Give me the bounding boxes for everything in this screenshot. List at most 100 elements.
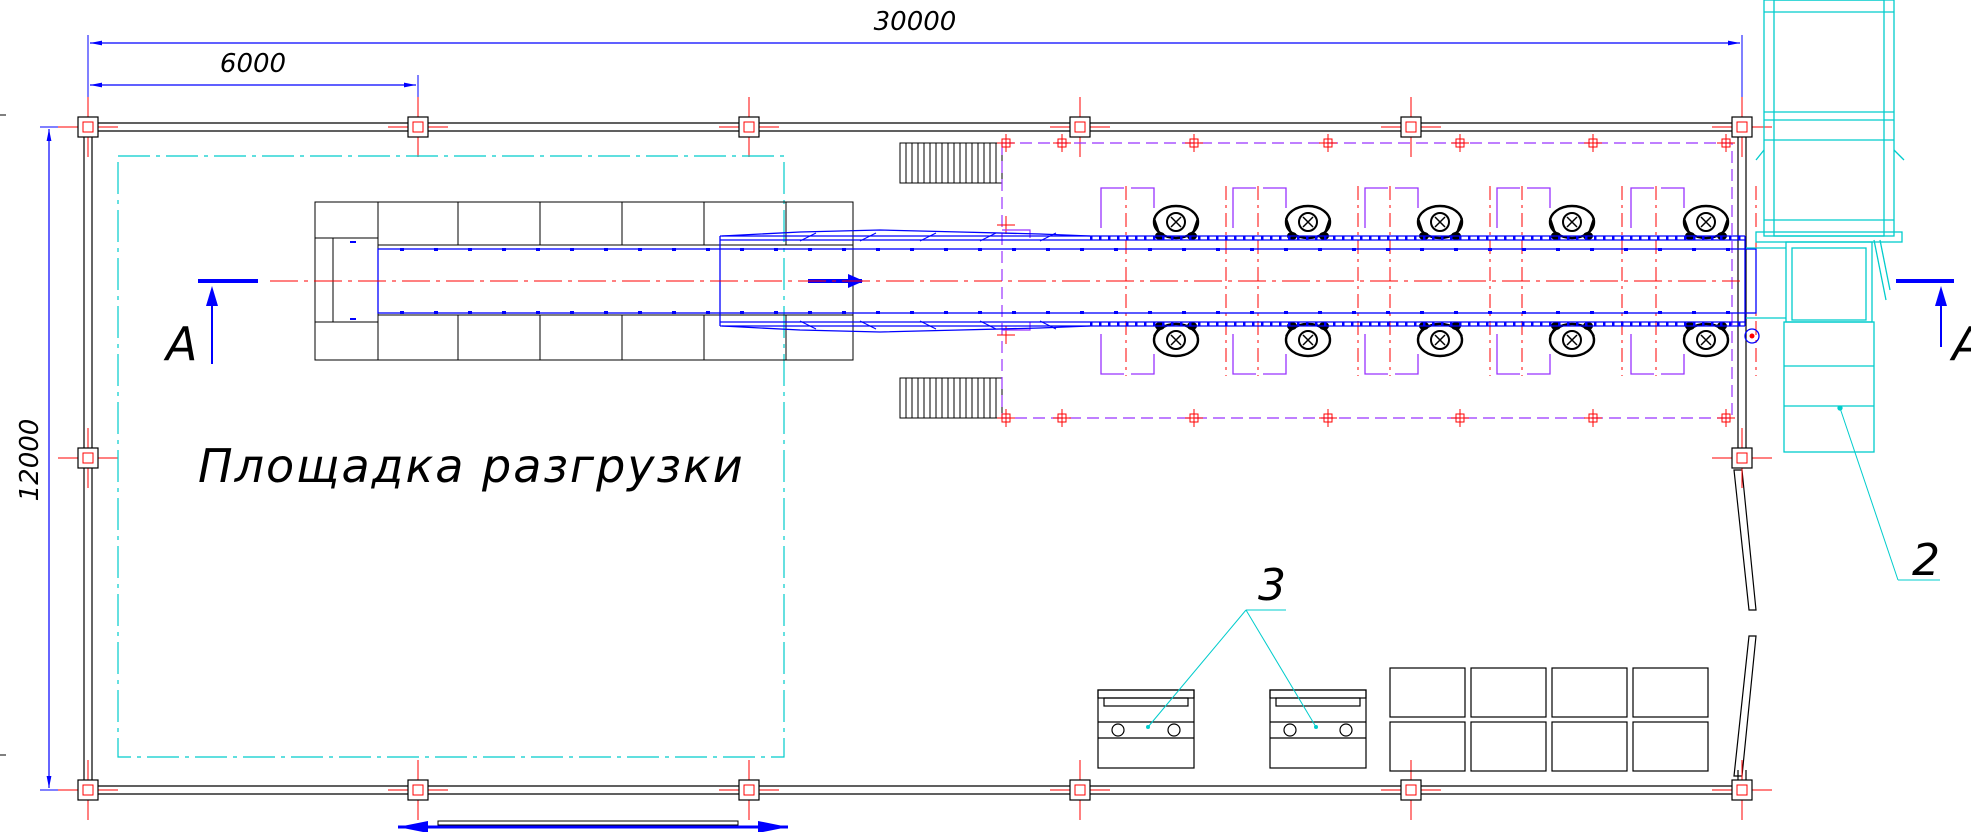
column: [388, 760, 448, 820]
section-mark-left: A: [163, 279, 258, 371]
stairs-lower: [899, 377, 1003, 419]
operator-icon: [1682, 204, 1730, 240]
roller-mark: [1153, 322, 1156, 326]
section-mark-right: A: [1896, 279, 1971, 371]
roller-mark: [1522, 236, 1525, 240]
roller-mark: [1333, 236, 1336, 240]
roller-mark: [1522, 311, 1526, 314]
roller-mark: [434, 311, 438, 314]
column: [1381, 97, 1441, 157]
roller-mark: [1080, 311, 1084, 314]
roller-mark: [1039, 232, 1057, 242]
roller-mark: [1441, 322, 1444, 326]
roller-mark: [1488, 311, 1492, 314]
roller-mark: [1590, 311, 1594, 314]
gate-leaf-lower: [1733, 635, 1757, 777]
roller-mark: [876, 311, 880, 314]
roller-mark: [1648, 236, 1651, 240]
roller-mark: [910, 311, 914, 314]
roller-mark: [1378, 322, 1381, 326]
equipment-2: [1746, 0, 1905, 453]
roller-mark: [1135, 322, 1138, 326]
roller-mark: [1594, 236, 1597, 240]
column: [1712, 760, 1772, 820]
roller-mark: [1360, 322, 1363, 326]
roller-mark: [1495, 322, 1498, 326]
roller-mark: [502, 248, 506, 251]
roller-mark: [536, 248, 540, 251]
roller-mark: [1182, 248, 1186, 251]
roller-mark: [1207, 322, 1210, 326]
cabinet-right: [1269, 689, 1367, 769]
operator-icon: [1682, 322, 1730, 358]
pallet-cell: [1632, 721, 1709, 772]
roller-mark: [1531, 236, 1534, 240]
roller-mark: [774, 311, 778, 314]
anchor-cross: [997, 409, 1015, 427]
roller-mark: [570, 311, 574, 314]
roller-mark: [1352, 248, 1356, 251]
operator-icon: [1152, 204, 1200, 240]
roller-mark: [1459, 322, 1462, 326]
roller-mark: [1352, 311, 1356, 314]
roller-mark: [740, 248, 744, 251]
anchor-cross: [1185, 409, 1203, 427]
anchor-cross: [1185, 134, 1203, 152]
anchor-cross: [1717, 409, 1735, 427]
roller-mark: [1540, 322, 1543, 326]
roller-mark: [1692, 248, 1696, 251]
roller-mark: [1261, 322, 1264, 326]
roller-mark: [1396, 236, 1399, 240]
roller-mark: [1454, 248, 1458, 251]
roller-mark: [1387, 322, 1390, 326]
roller-mark: [979, 320, 997, 330]
roller-mark: [1420, 311, 1424, 314]
roller-mark: [1726, 311, 1730, 314]
roller-mark: [1720, 322, 1723, 326]
roller-mark: [1720, 236, 1723, 240]
roller-mark: [1420, 248, 1424, 251]
roller-mark: [1126, 322, 1129, 326]
anchor-cross: [1053, 134, 1071, 152]
roller-mark: [638, 311, 642, 314]
roller-mark: [1729, 322, 1732, 326]
roller-mark: [910, 248, 914, 251]
roller-mark: [842, 311, 846, 314]
section-letter-left: A: [163, 317, 197, 371]
roller-mark: [1657, 322, 1660, 326]
roller-mark: [1342, 236, 1345, 240]
roller-mark: [1405, 322, 1408, 326]
roller-mark: [1513, 322, 1516, 326]
roller-mark: [1540, 236, 1543, 240]
roller-mark: [1549, 322, 1552, 326]
pallet-cell: [1551, 721, 1628, 772]
dim-text-6000: 6000: [220, 49, 286, 79]
column: [719, 97, 779, 157]
anchor-cross: [1584, 409, 1602, 427]
building-columns: [58, 97, 1772, 820]
column: [1712, 97, 1772, 157]
roller-mark: [1099, 236, 1102, 240]
roller-mark: [1522, 248, 1526, 251]
workstations: [997, 134, 1757, 427]
pallet-grid: [1389, 667, 1709, 772]
roller-mark: [1558, 322, 1561, 326]
roller-mark: [1488, 248, 1492, 251]
pallet-cell: [1389, 667, 1466, 718]
roller-mark: [1198, 236, 1201, 240]
roller-mark: [1148, 248, 1152, 251]
roller-mark: [1504, 236, 1507, 240]
roller-mark: [1702, 236, 1705, 240]
roller-mark: [1182, 311, 1186, 314]
dimension-overall-length: 30000: [87, 7, 1743, 127]
roller-mark: [1189, 236, 1192, 240]
roller-mark: [1531, 322, 1534, 326]
operator-icon: [1152, 322, 1200, 358]
roller-mark: [799, 320, 817, 330]
dim-text-12000: 12000: [15, 419, 45, 502]
roller-mark: [1414, 236, 1417, 240]
roller-mark: [1450, 322, 1453, 326]
roller-mark: [1624, 311, 1628, 314]
roller-mark: [1162, 322, 1165, 326]
